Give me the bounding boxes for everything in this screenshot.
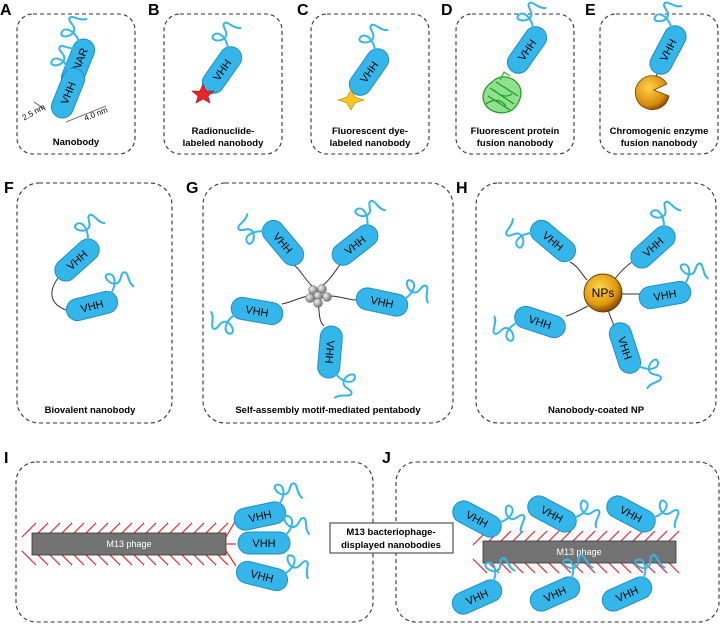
panel-c-letter: C bbox=[297, 2, 309, 19]
vhh-domain: VHH bbox=[227, 479, 308, 534]
length-dimension-line bbox=[65, 105, 107, 123]
panel-a-caption: Nanobody bbox=[53, 137, 100, 148]
panel-g-letter: G bbox=[186, 180, 198, 197]
nanoparticle-label: NPs bbox=[592, 286, 615, 300]
panel-h-content: VHH VHH VHH VHH VHH NPs Nanobody-coated … bbox=[487, 195, 713, 416]
coat-spike bbox=[472, 558, 488, 574]
panel-f-letter: F bbox=[4, 180, 14, 197]
panel-g-content: VHH VHH VHH VHH VHH Self-assembly motif-… bbox=[206, 195, 433, 416]
phage-tip-linkers bbox=[225, 519, 237, 567]
length-dimension-label: 4.0 nm bbox=[83, 105, 109, 123]
panel-b-caption-line2: labeled nanobody bbox=[183, 138, 264, 149]
vhh-domain: VHH bbox=[237, 515, 310, 555]
vhh-domain: VHH bbox=[32, 40, 97, 123]
vhh-domain: VHH bbox=[614, 195, 695, 274]
panel-b-letter: B bbox=[148, 2, 160, 19]
vhh-domain: VHH bbox=[233, 542, 314, 599]
vhh-label: VHH bbox=[244, 304, 269, 320]
vhh-domain: VHH bbox=[601, 476, 685, 546]
panel-j-box bbox=[395, 461, 720, 623]
width-dimension-label: 2.5 nm bbox=[21, 102, 47, 122]
m13-phage-label: M13 phage bbox=[556, 547, 601, 557]
vhh-domain: VHH bbox=[183, 16, 258, 99]
panel-d-content: VHH Fluorescent protein fusion nanobody bbox=[471, 0, 563, 149]
panel-g-caption: Self-assembly motif-mediated pentabody bbox=[235, 405, 421, 416]
panel-i-content: M13 phage VHH VHH VHH bbox=[21, 479, 314, 599]
panel-a-letter: A bbox=[0, 2, 12, 19]
coat-spike bbox=[21, 522, 37, 538]
vhh-domain: VHH bbox=[353, 269, 433, 324]
vhh-domain: VHH bbox=[630, 0, 700, 80]
vhh-label: VHH bbox=[252, 538, 275, 550]
panel-h-box bbox=[475, 182, 717, 424]
vhh-domain: VHH bbox=[447, 481, 531, 551]
vhh-label: VHH bbox=[248, 509, 273, 526]
vhh-label: VHH bbox=[369, 295, 394, 312]
vhh-domain: VHH bbox=[591, 550, 674, 616]
panel-g-box bbox=[202, 182, 454, 424]
panel-c-content: VHH Fluorescent dye- labeled nanobody bbox=[330, 18, 411, 149]
vhh-label: VHH bbox=[249, 568, 274, 585]
vhh-domain: VHH bbox=[605, 313, 666, 396]
coat-spike bbox=[21, 550, 37, 566]
vhh-domain: VHH bbox=[314, 324, 361, 401]
m13-phage-label: M13 phage bbox=[106, 539, 151, 549]
panel-c-caption-line1: Fluorescent dye- bbox=[332, 126, 408, 137]
vhh-domain: VHH bbox=[330, 18, 405, 101]
panel-a-box bbox=[16, 13, 136, 155]
panel-d-caption-line2: fusion nanobody bbox=[477, 138, 554, 149]
nanoparticle-core bbox=[583, 273, 623, 313]
chromogenic-enzyme-icon bbox=[634, 75, 670, 111]
panel-f-caption: Biovalent nanobody bbox=[45, 405, 137, 416]
panel-b-caption-line1: Radionuclide- bbox=[192, 126, 255, 137]
vhh-domain: VHH bbox=[487, 296, 570, 357]
vhh-domain: VHH bbox=[488, 0, 563, 79]
panel-f-content: VHH VHH Biovalent nanobody bbox=[38, 208, 140, 416]
radionuclide-star-icon bbox=[191, 83, 215, 104]
vhh-label: VHH bbox=[653, 288, 678, 304]
vhh-domain: VHH bbox=[633, 259, 713, 312]
width-dimension-line bbox=[33, 101, 47, 111]
panel-c-box bbox=[310, 13, 430, 155]
vhh-domain: VHH bbox=[441, 553, 524, 619]
m13-phage-body bbox=[482, 540, 677, 564]
vhh-domain: VHH bbox=[59, 267, 140, 324]
panel-b-content: VHH Radionuclide- labeled nanobody bbox=[183, 16, 264, 149]
vhh-domain: VHH bbox=[522, 476, 606, 546]
panel-b-box bbox=[163, 13, 283, 155]
vhh-label: VHH bbox=[80, 298, 105, 315]
vhh-domain: VHH bbox=[519, 550, 602, 616]
panel-j-content: M13 phage VHH VHH VHH VHH VHH VHH bbox=[441, 476, 685, 619]
panel-c-caption-line2: labeled nanobody bbox=[330, 138, 411, 149]
panel-e-caption-line1: Chromogenic enzyme bbox=[610, 126, 709, 137]
assembly-core bbox=[305, 284, 332, 308]
panel-d-box bbox=[455, 13, 575, 155]
panel-d-caption-line1: Fluorescent protein bbox=[471, 126, 560, 137]
vhh-domain: VHH bbox=[206, 291, 286, 344]
vhh-domain: VHH bbox=[500, 202, 581, 280]
phage-display-label-line2: displayed nanobodies bbox=[341, 540, 441, 551]
panel-e-letter: E bbox=[585, 2, 596, 19]
panel-e-caption-line2: fusion nanobody bbox=[621, 138, 698, 149]
phage-display-label-line1: M13 bacteriophage- bbox=[346, 527, 435, 538]
gfp-protein-icon bbox=[482, 71, 522, 114]
panel-i-letter: I bbox=[4, 450, 8, 467]
fluorescent-dye-icon bbox=[337, 89, 365, 111]
panel-j-letter: J bbox=[382, 450, 391, 467]
panel-d-letter: D bbox=[441, 2, 453, 19]
phage-display-label-box: M13 bacteriophage- displayed nanobodies bbox=[329, 522, 454, 554]
vhh-domain: VHH bbox=[316, 195, 399, 271]
vhh-label: VHH bbox=[322, 340, 336, 364]
panel-h-caption: Nanobody-coated NP bbox=[548, 405, 645, 416]
panel-a-content: V-NAR VHH 2.5 nm 4.0 nm Nanobody bbox=[21, 11, 109, 148]
panel-h-letter: H bbox=[456, 180, 468, 197]
linker bbox=[51, 277, 67, 311]
panel-e-content: VHH Chromogenic enzyme fusion nanobody bbox=[610, 0, 709, 149]
panel-f-box bbox=[16, 182, 173, 424]
